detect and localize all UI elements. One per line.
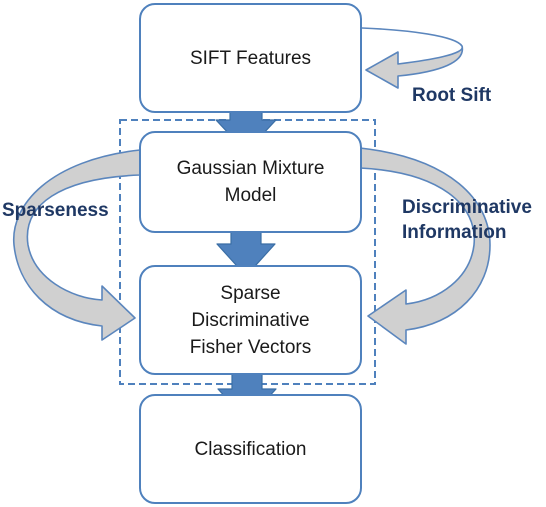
gmm-box: Gaussian Mixture Model [139, 131, 362, 233]
sparseness-label: Sparseness [2, 200, 109, 221]
discriminative-curved-arrow [359, 147, 491, 345]
sift-features-label: SIFT Features [189, 47, 312, 69]
sift-features-box: SIFT Features [139, 3, 362, 113]
classification-label: Classification [194, 438, 307, 460]
discriminative-information-label: Discriminative Information [402, 197, 532, 243]
sdfv-box: Sparse Discriminative Fisher Vectors [139, 265, 362, 375]
sparseness-curved-arrow [13, 149, 141, 341]
gmm-label: Gaussian Mixture Model [176, 158, 325, 206]
classification-box: Classification [139, 394, 362, 504]
root-sift-curved-arrow [361, 27, 464, 89]
root-sift-label: Root Sift [412, 85, 492, 106]
sdfv-label: Sparse Discriminative Fisher Vectors [189, 282, 312, 358]
